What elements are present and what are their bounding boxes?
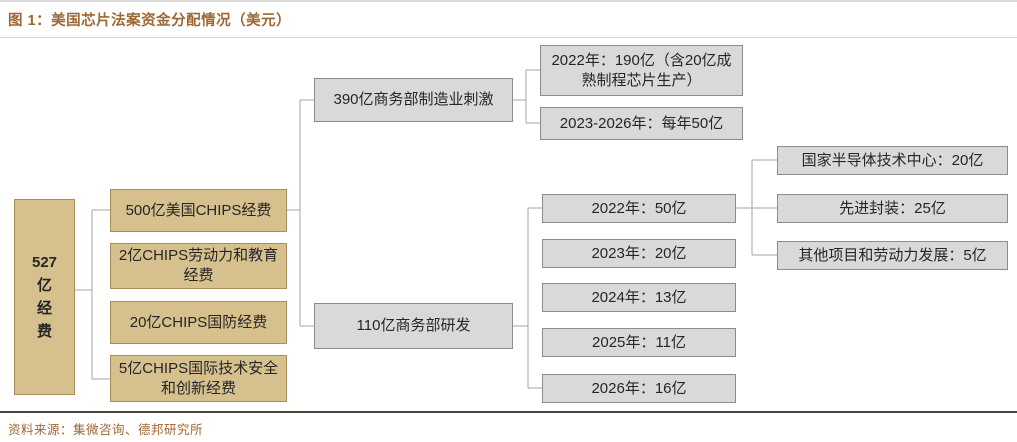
node-mfg-2023-2026: 2023-2026年：每年50亿 [540,107,743,140]
node-mfg-2022: 2022年：190亿（含20亿成熟制程芯片生产） [540,45,743,96]
node-total-budget: 527 亿 经 费 [14,199,75,395]
node-advanced-packaging: 先进封装：25亿 [777,194,1008,223]
node-total-budget-line: 费 [36,323,52,341]
node-rd-2024: 2024年：13亿 [542,283,736,312]
node-nstc: 国家半导体技术中心：20亿 [777,146,1008,175]
node-rd-2022: 2022年：50亿 [542,194,736,223]
node-rd-2025: 2025年：11亿 [542,328,736,357]
node-defense-fund: 20亿CHIPS国防经费 [110,301,287,344]
node-chips-fund-500: 500亿美国CHIPS经费 [110,189,287,232]
node-commerce-manufacturing: 390亿商务部制造业刺激 [314,78,513,122]
node-commerce-rd: 110亿商务部研发 [314,303,513,349]
node-international-security-fund: 5亿CHIPS国际技术安全和创新经费 [110,355,287,402]
node-rd-2026: 2026年：16亿 [542,374,736,403]
top-divider [0,0,1017,2]
figure-title: 图 1：美国芯片法案资金分配情况（美元） [8,13,292,29]
node-total-budget-line: 亿 [36,276,52,294]
node-workforce-education-fund: 2亿CHIPS劳动力和教育经费 [110,243,287,289]
title-divider [0,37,1017,38]
node-rd-2023: 2023年：20亿 [542,239,736,268]
node-total-budget-line: 经 [36,300,52,317]
node-other-programs: 其他项目和劳动力发展：5亿 [777,241,1008,270]
bottom-divider [0,411,1017,413]
node-total-budget-line: 527 [31,253,58,271]
source-line: 资料来源：集微咨询、德邦研究所 [8,423,204,437]
